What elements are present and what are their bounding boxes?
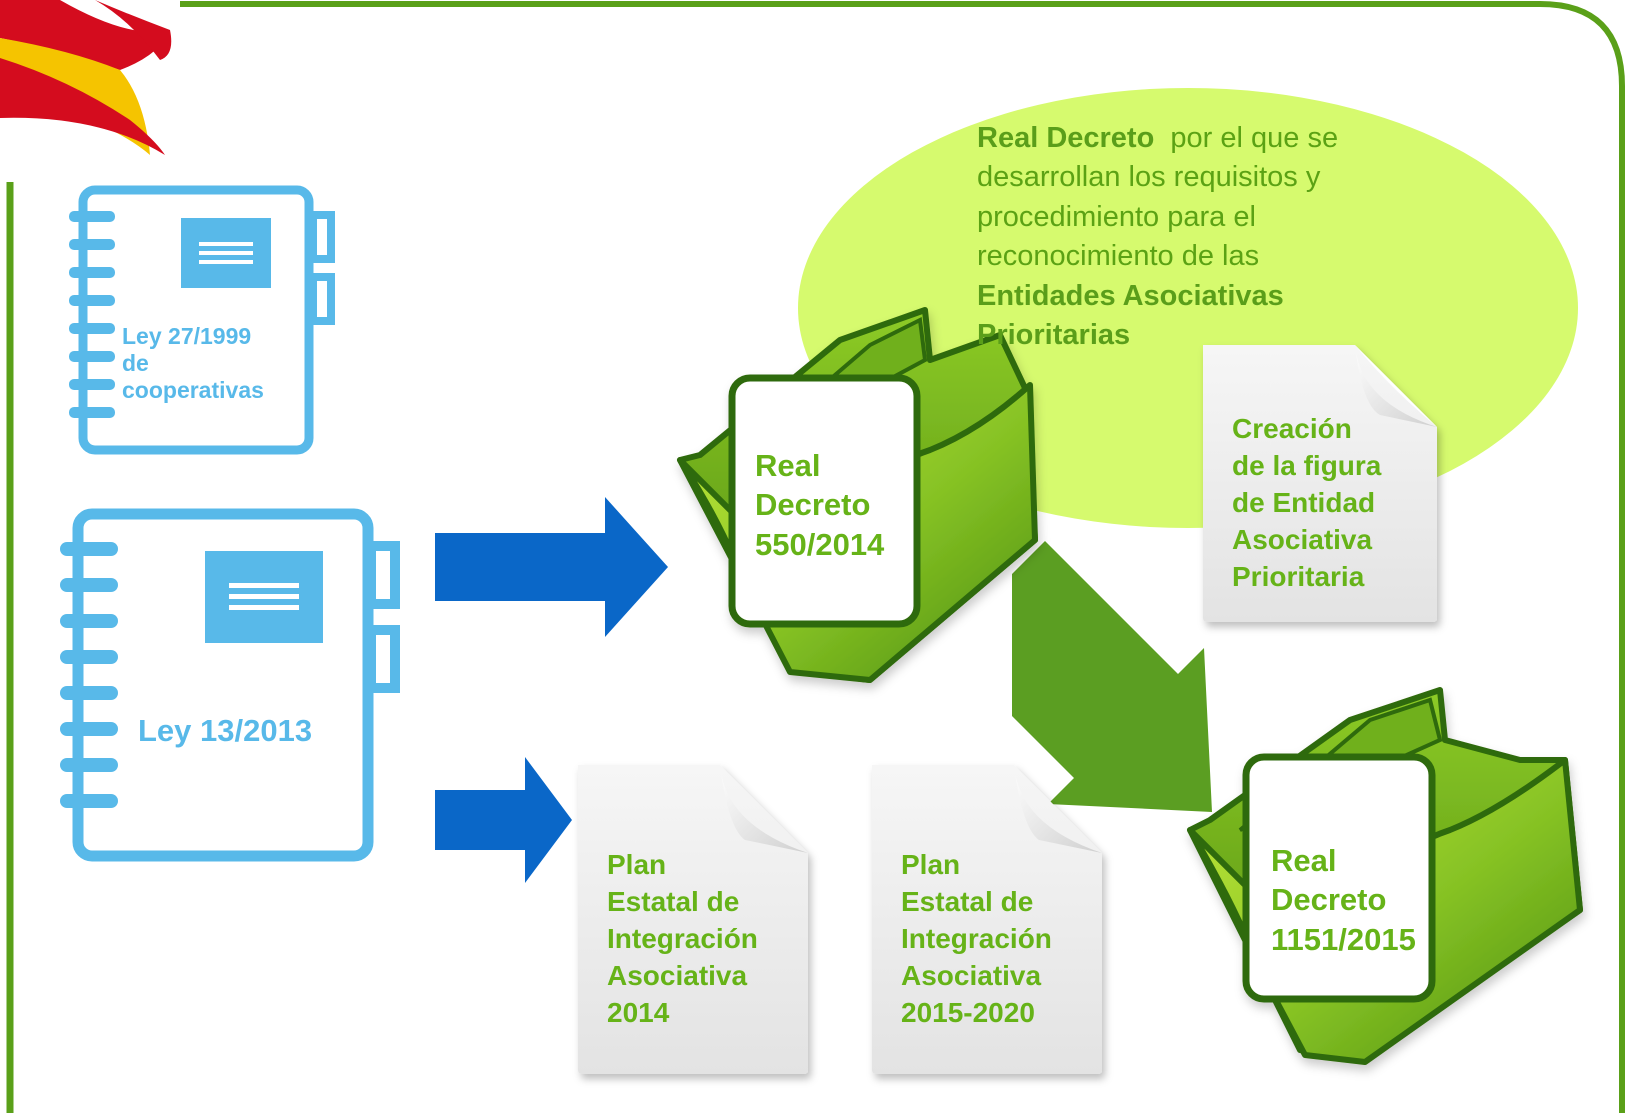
notebook-label-ley-27-1999: Ley 27/1999 de cooperativas — [122, 323, 264, 404]
document-label-plan-2015-2020: Plan Estatal de Integración Asociativa 2… — [901, 847, 1052, 1032]
document-label-line: Plan — [901, 849, 961, 880]
document-label-line: Asociativa — [901, 959, 1042, 991]
bubble-line: Entidades Asociativas — [977, 279, 1284, 312]
bubble-line: procedimiento para el — [977, 200, 1256, 233]
slide-frame — [180, 1, 1625, 1113]
document-label-plan-2014: Plan Estatal de Integración Asociativa 2… — [607, 847, 758, 1032]
document-label-line: Asociativa — [1232, 523, 1373, 555]
bubble-line: Prioritarias — [977, 319, 1131, 352]
arrow-down-right-icon — [1012, 541, 1212, 812]
notebook-label-line: Ley 13/2013 — [138, 713, 313, 748]
document-icon — [578, 765, 808, 1074]
document-label-line: 2014 — [607, 996, 670, 1028]
document-label-line: Estatal de — [607, 885, 740, 917]
folder-label-line: Real — [1271, 843, 1337, 878]
document-icon — [1203, 345, 1437, 622]
document-label-line: de la figura — [1232, 449, 1382, 481]
open-folder-icon — [677, 307, 1038, 683]
arrow-right-icon — [435, 757, 572, 883]
open-folder-icon — [1187, 687, 1583, 1065]
bubble-description: Real Decreto por el que se desarrollan l… — [977, 119, 1407, 356]
document-label-line: Estatal de — [901, 885, 1034, 917]
folder-label-rd-1151-2015: Real Decreto 1151/2015 — [1271, 841, 1416, 959]
notebook-label-line: Ley 27/1999 — [122, 323, 252, 349]
document-icon — [872, 765, 1102, 1074]
folder-label-line: Real — [755, 448, 821, 483]
document-label-line: 2015-2020 — [901, 996, 1035, 1028]
notebook-label-line: cooperativas — [122, 377, 264, 404]
document-label-line: Plan — [607, 849, 667, 880]
bubble-line: desarrollan los requisitos y — [977, 161, 1321, 194]
folder-label-rd-550-2014: Real Decreto 550/2014 — [755, 446, 884, 564]
folder-label-line: 1151/2015 — [1271, 921, 1416, 957]
document-label-line: Integración — [901, 922, 1052, 954]
notebook-icon — [60, 508, 400, 862]
document-label-creacion: Creación de la figura de Entidad Asociat… — [1232, 411, 1381, 596]
bubble-line: reconocimiento de las — [977, 240, 1260, 273]
folder-label-line: Decreto — [1271, 882, 1387, 918]
folder-label-line: 550/2014 — [755, 526, 885, 562]
logo-icon — [0, 0, 172, 155]
notebook-label-line: de — [122, 350, 149, 377]
document-label-line: Integración — [607, 922, 758, 954]
document-label-line: Creación — [1232, 413, 1352, 444]
document-label-line: de Entidad — [1232, 486, 1376, 518]
document-label-line: Asociativa — [607, 959, 748, 991]
notebook-icon — [69, 185, 335, 455]
folder-label-line: Decreto — [755, 487, 871, 523]
notebook-label-ley-13-2013: Ley 13/2013 — [138, 713, 312, 750]
arrow-right-icon — [435, 497, 668, 637]
document-label-line: Prioritaria — [1232, 560, 1365, 592]
bubble-line: Real Decreto por el que se — [977, 122, 1339, 154]
